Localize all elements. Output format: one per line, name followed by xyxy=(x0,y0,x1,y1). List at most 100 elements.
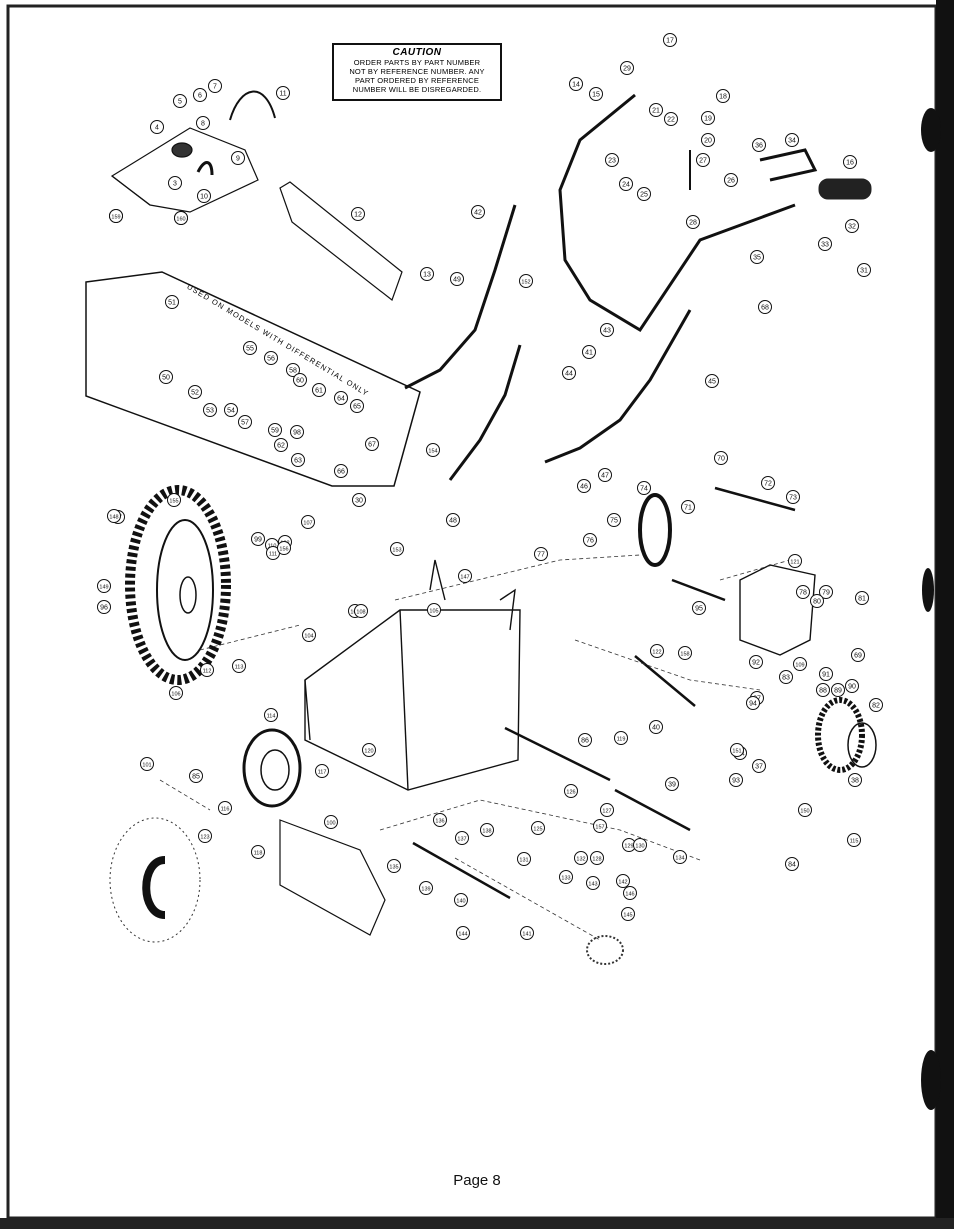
callout-circle xyxy=(251,532,265,546)
callout-135: 135 xyxy=(387,859,401,873)
callout-circle xyxy=(623,886,637,900)
callout-19: 19 xyxy=(701,111,715,125)
callout-151: 151 xyxy=(730,743,744,757)
callout-number: 83 xyxy=(782,675,790,682)
callout-number: 55 xyxy=(246,346,254,353)
callout-number: 107 xyxy=(303,521,312,527)
callout-circle xyxy=(752,759,766,773)
callout-126: 126 xyxy=(564,784,578,798)
callout-number: 30 xyxy=(355,498,363,505)
callout-circle xyxy=(354,604,368,618)
caution-box: CAUTION ORDER PARTS BY PART NUMBER NOT B… xyxy=(332,43,502,101)
callout-number: 28 xyxy=(689,220,697,227)
callout-number: 67 xyxy=(368,442,376,449)
callout-circle xyxy=(843,155,857,169)
callout-circle xyxy=(231,151,245,165)
callout-circle xyxy=(433,813,447,827)
callout-number: 148 xyxy=(109,515,118,521)
callout-circle xyxy=(746,696,760,710)
callout-37: 37 xyxy=(752,759,766,773)
callout-circle xyxy=(855,591,869,605)
callout-82: 82 xyxy=(869,698,883,712)
callout-65: 65 xyxy=(350,399,364,413)
callout-circle xyxy=(286,363,300,377)
callout-circle xyxy=(819,585,833,599)
callout-number: 26 xyxy=(727,178,735,185)
callout-circle xyxy=(818,237,832,251)
callout-4: 4 xyxy=(150,120,164,134)
callout-circle xyxy=(637,187,651,201)
callout-circle xyxy=(633,838,647,852)
callout-circle xyxy=(714,451,728,465)
callout-number: 17 xyxy=(666,38,674,45)
callout-155: 155 xyxy=(167,493,181,507)
callout-number: 12 xyxy=(354,212,362,219)
callout-number: 143 xyxy=(588,882,597,888)
callout-30: 30 xyxy=(352,493,366,507)
callout-133: 133 xyxy=(559,870,573,884)
callout-53: 53 xyxy=(203,403,217,417)
callout-14: 14 xyxy=(569,77,583,91)
callout-circle xyxy=(593,819,607,833)
callout-circle xyxy=(847,833,861,847)
callout-number: 65 xyxy=(353,404,361,411)
caution-line: NUMBER WILL BE DISREGARDED. xyxy=(352,85,482,94)
callout-number: 78 xyxy=(799,590,807,597)
callout-circle xyxy=(569,77,583,91)
callout-number: 57 xyxy=(241,420,249,427)
differential-inset-panel xyxy=(85,271,421,487)
callout-circle xyxy=(419,881,433,895)
callout-number: 64 xyxy=(337,396,345,403)
callout-circle xyxy=(678,646,692,660)
callout-number: 81 xyxy=(858,596,866,603)
callout-number: 76 xyxy=(586,538,594,545)
callout-160: 160 xyxy=(174,211,188,225)
callout-circle xyxy=(779,670,793,684)
callout-circle xyxy=(200,663,214,677)
callout-number: 117 xyxy=(318,770,327,776)
callout-number: 52 xyxy=(191,390,199,397)
callout-number: 144 xyxy=(458,932,467,938)
callout-number: 108 xyxy=(356,610,365,616)
callout-number: 24 xyxy=(622,182,630,189)
callout-number: 140 xyxy=(456,899,465,905)
callout-circle xyxy=(140,757,154,771)
callout-47: 47 xyxy=(598,468,612,482)
callout-circle xyxy=(637,481,651,495)
callout-circle xyxy=(458,569,472,583)
callout-8: 8 xyxy=(196,116,210,130)
callout-number: 33 xyxy=(821,242,829,249)
callout-150: 150 xyxy=(798,803,812,817)
callout-number: 19 xyxy=(704,116,712,123)
callout-57: 57 xyxy=(238,415,252,429)
callout-35: 35 xyxy=(750,250,764,264)
callout-number: 121 xyxy=(790,560,799,566)
page-frame xyxy=(6,4,938,1220)
callout-number: 104 xyxy=(304,634,313,640)
callout-41: 41 xyxy=(582,345,596,359)
callout-circle xyxy=(97,600,111,614)
callout-112: 112 xyxy=(200,663,214,677)
callout-154: 154 xyxy=(426,443,440,457)
callout-number: 48 xyxy=(449,518,457,525)
callout-circle xyxy=(293,373,307,387)
callout-122: 122 xyxy=(650,644,664,658)
callout-91: 91 xyxy=(819,667,833,681)
callout-circle xyxy=(454,893,468,907)
callout-131: 131 xyxy=(517,852,531,866)
callout-circle xyxy=(519,274,533,288)
callout-circle xyxy=(446,513,460,527)
callout-circle xyxy=(696,153,710,167)
callout-76: 76 xyxy=(583,533,597,547)
callout-number: 68 xyxy=(761,305,769,312)
assembly-guide-lines xyxy=(159,554,791,941)
callout-circle xyxy=(798,803,812,817)
callout-number: 99 xyxy=(254,537,262,544)
binder-mark-middle xyxy=(922,568,934,612)
callout-circle xyxy=(198,829,212,843)
callout-104: 104 xyxy=(302,628,316,642)
callout-67: 67 xyxy=(365,437,379,451)
callout-circle xyxy=(605,153,619,167)
